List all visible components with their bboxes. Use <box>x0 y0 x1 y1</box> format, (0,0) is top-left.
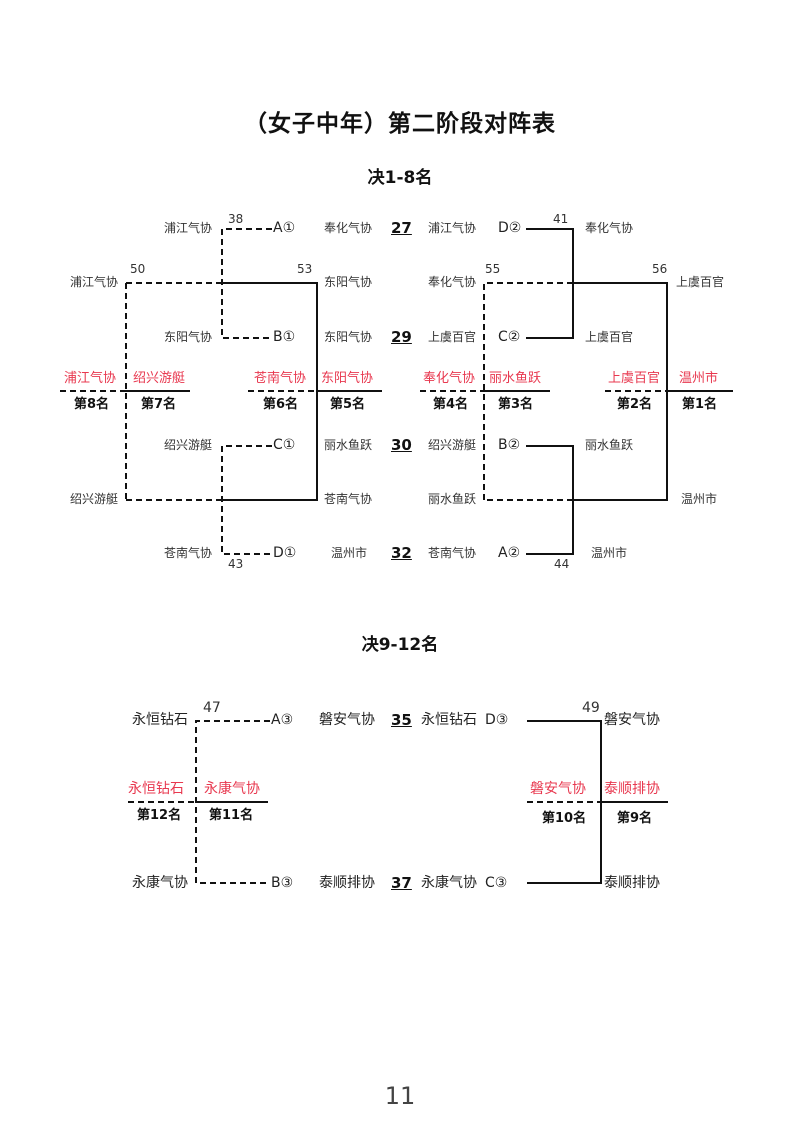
result-team: 永康气协 <box>204 781 260 797</box>
seed-label: B① <box>273 329 296 345</box>
place-label: 第6名 <box>263 397 299 412</box>
section-title-9-12: 决9-12名 <box>361 635 439 655</box>
team-label: 温州市 <box>331 546 368 560</box>
team-label: 上虞百官 <box>585 330 634 344</box>
team-label: 丽水鱼跃 <box>427 492 476 506</box>
match-number: 55 <box>485 262 501 276</box>
team-label: 奉化气协 <box>427 275 476 289</box>
team-label: 浦江气协 <box>427 221 476 235</box>
result-team: 上虞百官 <box>608 371 661 386</box>
place-label: 第1名 <box>682 397 718 412</box>
match-number: 44 <box>554 557 570 571</box>
team-label: 丽水鱼跃 <box>324 438 373 452</box>
game-number: 29 <box>391 328 412 346</box>
place-label: 第3名 <box>498 397 534 412</box>
team-label: 磐安气协 <box>604 712 660 728</box>
seed-label: C③ <box>485 875 508 891</box>
team-label: 奉化气协 <box>324 221 373 235</box>
team-label: 苍南气协 <box>324 492 373 506</box>
place-label: 第4名 <box>433 397 469 412</box>
place-label: 第7名 <box>141 397 177 412</box>
match-number: 43 <box>228 557 244 571</box>
team-label: 绍兴游艇 <box>69 492 118 506</box>
team-label: 温州市 <box>591 546 628 560</box>
place-label: 第2名 <box>617 397 653 412</box>
team-label: 浦江气协 <box>69 275 118 289</box>
seed-label: A① <box>273 220 296 236</box>
team-label: 永康气协 <box>421 875 477 891</box>
result-team: 永恒钻石 <box>128 781 184 797</box>
game-number: 35 <box>391 711 412 729</box>
section-title-1-8: 决1-8名 <box>367 168 433 188</box>
match-number: 49 <box>582 700 600 716</box>
seed-label: A③ <box>271 712 294 728</box>
match-number: 53 <box>297 262 313 276</box>
team-label: 上虞百官 <box>676 275 725 289</box>
result-team: 绍兴游艇 <box>133 371 186 386</box>
team-label: 绍兴游艇 <box>427 438 476 452</box>
page-title: （女子中年）第二阶段对阵表 <box>244 111 556 137</box>
result-team: 温州市 <box>679 371 719 386</box>
result-team: 磐安气协 <box>530 781 586 797</box>
result-team: 奉化气协 <box>423 371 476 386</box>
bracket-55 <box>483 282 573 500</box>
game-number: 27 <box>391 219 412 237</box>
result-team: 泰顺排协 <box>604 781 660 797</box>
match-number: 38 <box>228 212 244 226</box>
seed-label: D③ <box>485 712 509 728</box>
seed-label: C① <box>273 437 296 453</box>
team-label: 绍兴游艇 <box>163 438 212 452</box>
team-label: 泰顺排协 <box>319 875 375 891</box>
team-label: 浦江气协 <box>163 221 212 235</box>
place-label: 第12名 <box>137 808 182 823</box>
place-label: 第9名 <box>617 811 653 826</box>
result-team: 丽水鱼跃 <box>489 371 542 386</box>
seed-label: D① <box>273 545 297 561</box>
match-number: 56 <box>652 262 668 276</box>
team-label: 永康气协 <box>132 875 188 891</box>
page-number: 11 <box>384 1082 416 1110</box>
team-label: 温州市 <box>681 492 718 506</box>
team-label: 丽水鱼跃 <box>585 438 634 452</box>
bracket-53 <box>222 282 318 391</box>
seed-label: A② <box>498 545 521 561</box>
result-team: 东阳气协 <box>321 371 374 386</box>
result-team: 浦江气协 <box>64 371 117 386</box>
match-number: 41 <box>553 212 569 226</box>
place-label: 第8名 <box>74 397 110 412</box>
seed-label: D② <box>498 220 522 236</box>
team-label: 东阳气协 <box>163 330 212 344</box>
game-number: 32 <box>391 544 412 562</box>
seed-label: B② <box>498 437 521 453</box>
team-label: 苍南气协 <box>427 546 476 560</box>
team-label: 东阳气协 <box>324 330 373 344</box>
team-label: 磐安气协 <box>319 712 375 728</box>
team-label: 泰顺排协 <box>604 875 660 891</box>
game-number: 37 <box>391 874 412 892</box>
bracket-53-bottom <box>222 391 318 501</box>
place-label: 第10名 <box>542 811 587 826</box>
team-label: 永恒钻石 <box>132 712 188 728</box>
team-label: 永恒钻石 <box>421 712 477 728</box>
seed-label: B③ <box>271 875 294 891</box>
place-label: 第11名 <box>209 808 254 823</box>
game-number: 30 <box>391 436 412 454</box>
team-label: 上虞百官 <box>427 330 476 344</box>
team-label: 苍南气协 <box>163 546 212 560</box>
seed-label: C② <box>498 329 521 345</box>
result-team: 苍南气协 <box>254 371 307 386</box>
match-number: 50 <box>130 262 146 276</box>
place-label: 第5名 <box>330 397 366 412</box>
team-label: 奉化气协 <box>585 221 634 235</box>
match-number: 47 <box>203 700 221 716</box>
team-label: 东阳气协 <box>324 275 373 289</box>
